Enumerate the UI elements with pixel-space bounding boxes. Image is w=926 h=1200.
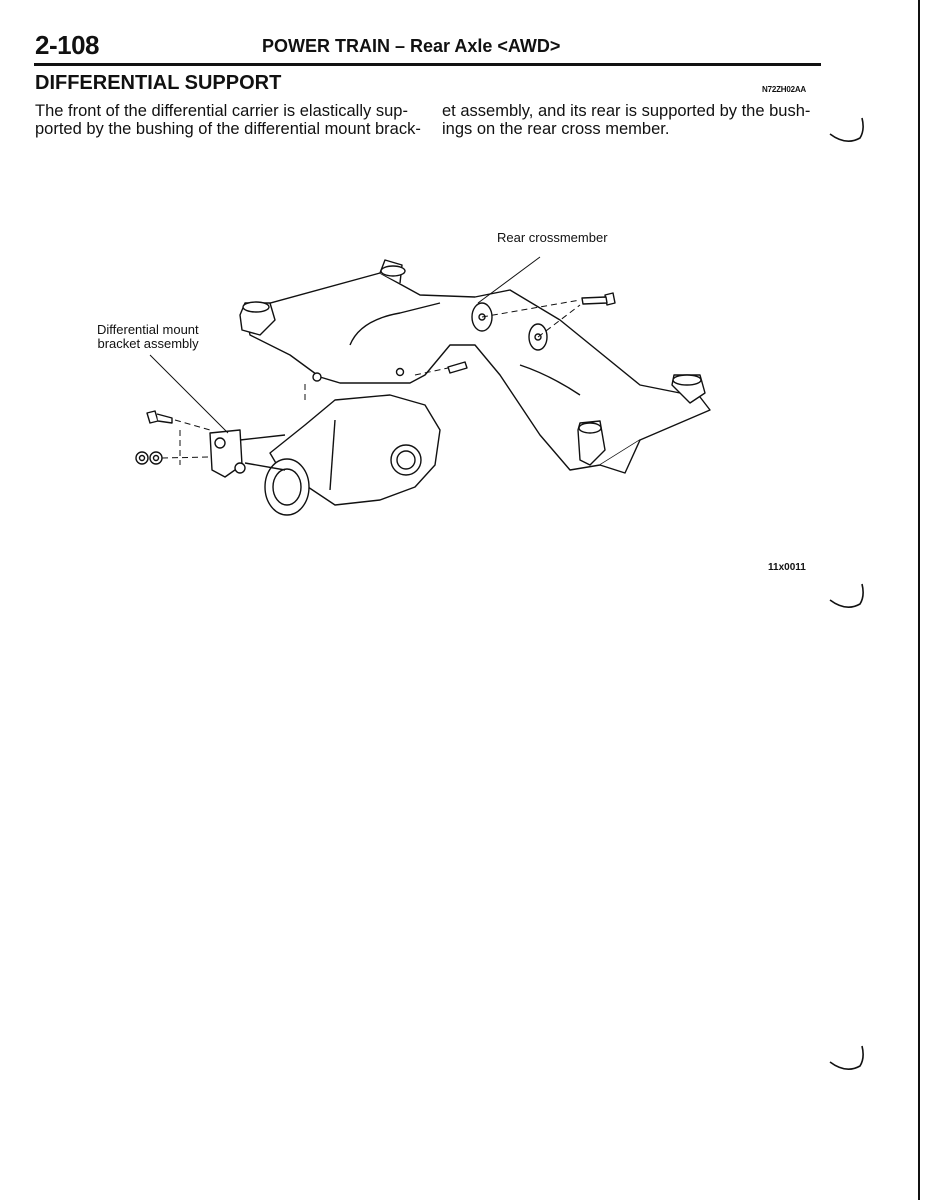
page-number: 2-108: [35, 30, 100, 60]
body-left-line-2: ported by the bushing of the differentia…: [35, 120, 421, 138]
rear-crossmember-diagram: [135, 256, 711, 516]
binder-hole-mark-top: [829, 117, 864, 142]
header-divider: [34, 63, 821, 66]
crossmember-body: [244, 272, 711, 471]
bolt-center: [447, 361, 468, 374]
binder-hole-mark-bottom: [829, 1045, 864, 1070]
figure-code: 11x0011: [768, 562, 806, 573]
section-code: N72ZH02AA: [762, 85, 806, 94]
header-title: POWER TRAIN – Rear Axle <AWD>: [262, 36, 561, 56]
label-differential-mount-bracket: Differential mount bracket assembly: [97, 323, 199, 351]
label-diff-mount-line-1: Differential mount: [97, 322, 199, 337]
body-left-line-1: The front of the differential carrier is…: [35, 102, 408, 120]
bolt-left-upper: [146, 410, 159, 424]
label-rear-crossmember: Rear crossmember: [497, 230, 608, 245]
leader-differential-mount: [149, 354, 229, 434]
body-paragraph-right: et assembly, and its rear is supported b…: [442, 102, 810, 138]
binder-hole-mark-middle: [829, 583, 864, 608]
leader-rear-crossmember: [477, 256, 541, 304]
body-paragraph-left: The front of the differential carrier is…: [35, 102, 421, 138]
section-title: DIFFERENTIAL SUPPORT: [35, 72, 282, 94]
page-edge-rule: [918, 0, 920, 1200]
body-right-line-2: ings on the rear cross member.: [442, 120, 670, 138]
body-right-line-1: et assembly, and its rear is supported b…: [442, 102, 811, 120]
label-diff-mount-line-2: bracket assembly: [97, 336, 199, 351]
